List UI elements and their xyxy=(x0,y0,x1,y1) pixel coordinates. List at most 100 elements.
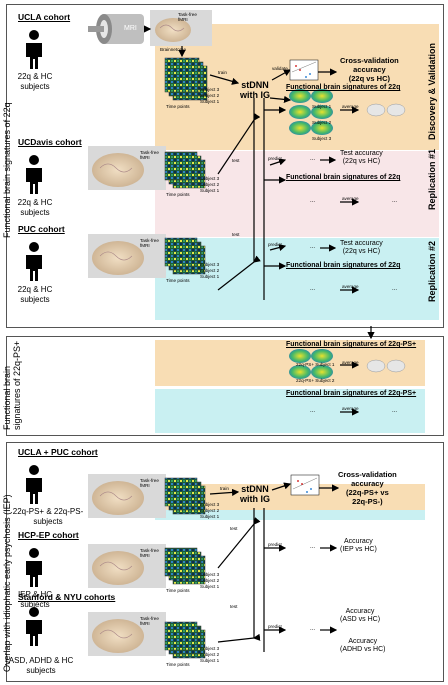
label-predict-2: predict xyxy=(268,242,282,247)
scatter-plot-22qps xyxy=(290,474,320,496)
panel-iep xyxy=(6,442,444,682)
label-average-3: average xyxy=(342,284,359,289)
brain-icon-puc xyxy=(92,241,144,275)
band-iep-replication xyxy=(155,510,425,520)
timepoints-hcp: Time points xyxy=(166,588,190,593)
fmri-label-ucdavis: Task-free fMRI xyxy=(140,150,159,160)
region-label-rep1: Replication #1 xyxy=(427,148,437,210)
label-predict-4: predict xyxy=(268,624,282,629)
subject2-puc: Subject 2 xyxy=(200,268,220,273)
sig-subject-2: Subject 2 xyxy=(312,120,332,125)
ps-subject-1: 22q-PS+ Subject 1 xyxy=(296,362,335,367)
cohort-ucla: UCLA cohort xyxy=(18,12,71,22)
label-test-3: test xyxy=(230,526,238,531)
label-predict-1: predict xyxy=(268,156,282,161)
dots-10: ... xyxy=(310,626,316,632)
brainnetome-ucla: Brainnetome xyxy=(160,47,187,52)
person-icon-stanford xyxy=(26,607,42,646)
person-icon-puc xyxy=(26,242,42,281)
person-icon-ucla xyxy=(26,30,42,69)
label-average-2: average xyxy=(342,196,359,201)
mri-scanner-icon xyxy=(88,14,144,44)
fmri-label-ucla: Task-free fMRI xyxy=(178,12,197,22)
accuracy-asd: Accuracy (ASD vs HC) xyxy=(340,608,381,623)
subject2-ucdavis: Subject 2 xyxy=(200,182,220,187)
fbs-22qps-title-1: Functional brain signatures of 22q-PS+ xyxy=(286,341,417,348)
label-test-1: test xyxy=(232,158,240,163)
dots-8: ... xyxy=(392,408,398,414)
timepoints-ucdavis: Time points xyxy=(166,192,190,197)
cohort-ucdavis: UCDavis cohort xyxy=(18,137,82,147)
sig-subject-1: Subject 1 xyxy=(312,104,332,109)
model-stdnn-1: stDNN with IG xyxy=(240,80,270,100)
dots-6: ... xyxy=(392,286,398,292)
brain-icon-ucla-puc xyxy=(92,481,144,515)
accuracy-adhd: Accuracy (ADHD vs HC) xyxy=(340,638,386,653)
subject2-ucla: Subject 2 xyxy=(200,93,220,98)
dots-5: ... xyxy=(310,286,316,292)
matrix-stack-ucla-puc xyxy=(164,477,206,515)
matrix-stack-ucdavis xyxy=(164,151,206,189)
dots-3: ... xyxy=(392,198,398,204)
cohort-hcp: HCP-EP cohort xyxy=(18,530,79,540)
subject1-ucla: Subject 1 xyxy=(200,99,220,104)
timepoints-puc: Time points xyxy=(166,278,190,283)
test-accuracy-puc: Test accuracy (22q vs HC) xyxy=(340,240,383,255)
signature-brains-22qps xyxy=(289,349,406,379)
fmri-label-stanford: Task-free fMRI xyxy=(140,616,159,626)
label-test-4: test xyxy=(230,604,238,609)
subjects-stanford: ASD, ADHD & HC subjects xyxy=(8,656,74,675)
signature-brains-22q xyxy=(289,89,406,135)
subjects-ucla: 22q & HC subjects xyxy=(17,72,53,91)
side-label-22q-ps: Functional brain signatures of 22q-PS+ xyxy=(2,340,22,430)
subjects-ucla-puc: 22q-PS+ & 22q-PS- subjects xyxy=(12,507,84,526)
person-icon-ucdavis xyxy=(26,155,42,194)
label-train-1: train xyxy=(218,70,227,75)
region-tab-discovery xyxy=(425,24,439,150)
subject1-ucla-puc: Subject 1 xyxy=(200,514,220,519)
region-label-discovery: Discovery & Validation xyxy=(427,42,437,140)
region-tab-rep1 xyxy=(425,151,439,237)
label-train-2: train xyxy=(220,486,229,491)
brain-icon-stanford xyxy=(92,619,144,653)
label-average-5: average xyxy=(342,406,359,411)
subjects-hcp: IEP & HC subjects xyxy=(17,590,53,609)
subject1-ucdavis: Subject 1 xyxy=(200,188,220,193)
subject3-ucla: Subject 3 xyxy=(200,87,220,92)
dots-7: ... xyxy=(310,408,316,414)
dots-9: ... xyxy=(310,544,316,550)
person-icon-ucla-puc xyxy=(26,465,42,504)
matrix-stack-puc xyxy=(164,237,206,275)
fmri-label-puc: Task-free fMRI xyxy=(140,238,159,248)
subject1-puc: Subject 1 xyxy=(200,274,220,279)
cv-accuracy-22qps: Cross-validation accuracy (22q-PS+ vs 22… xyxy=(338,470,397,506)
dots-2: ... xyxy=(310,198,316,204)
cv-accuracy-22q: Cross-validation accuracy (22q vs HC) xyxy=(340,56,399,83)
subject3-ucdavis: Subject 3 xyxy=(200,176,220,181)
fmri-label-hcp: Task-free fMRI xyxy=(140,548,159,558)
fmri-label-ucla-puc: Task-free fMRI xyxy=(140,478,159,488)
label-average-1: average xyxy=(342,104,359,109)
subject3-hcp: Subject 3 xyxy=(200,572,220,577)
ps-subject-2: 22q-PS+ Subject 2 xyxy=(296,378,335,383)
person-icon-hcp xyxy=(26,548,42,587)
subject2-stanford: Subject 2 xyxy=(200,652,220,657)
accuracy-iep: Accuracy (IEP vs HC) xyxy=(340,538,377,553)
brain-icon-hcp xyxy=(92,551,144,585)
cohort-ucla-puc: UCLA + PUC cohort xyxy=(18,447,98,457)
label-predict-3: predict xyxy=(268,542,282,547)
subject3-stanford: Subject 3 xyxy=(200,646,220,651)
scatter-plot-22q xyxy=(289,59,319,81)
timepoints-stanford: Time points xyxy=(166,662,190,667)
matrix-stack-hcp xyxy=(164,547,206,585)
fbs-22q-title-3: Functional brain signatures of 22q xyxy=(286,262,401,269)
subject1-hcp: Subject 1 xyxy=(200,584,220,589)
cohort-stanford: Stanford & NYU cohorts xyxy=(18,592,116,602)
label-validate-1: validate xyxy=(272,66,288,71)
subjects-puc: 22q & HC subjects xyxy=(17,285,53,304)
fbs-22q-title-1: Functional brain signatures of 22q xyxy=(286,84,401,91)
timepoints-ucla: Time points xyxy=(166,104,190,109)
subject3-ucla-puc: Subject 3 xyxy=(200,502,220,507)
subjects-ucdavis: 22q & HC subjects xyxy=(17,198,53,217)
